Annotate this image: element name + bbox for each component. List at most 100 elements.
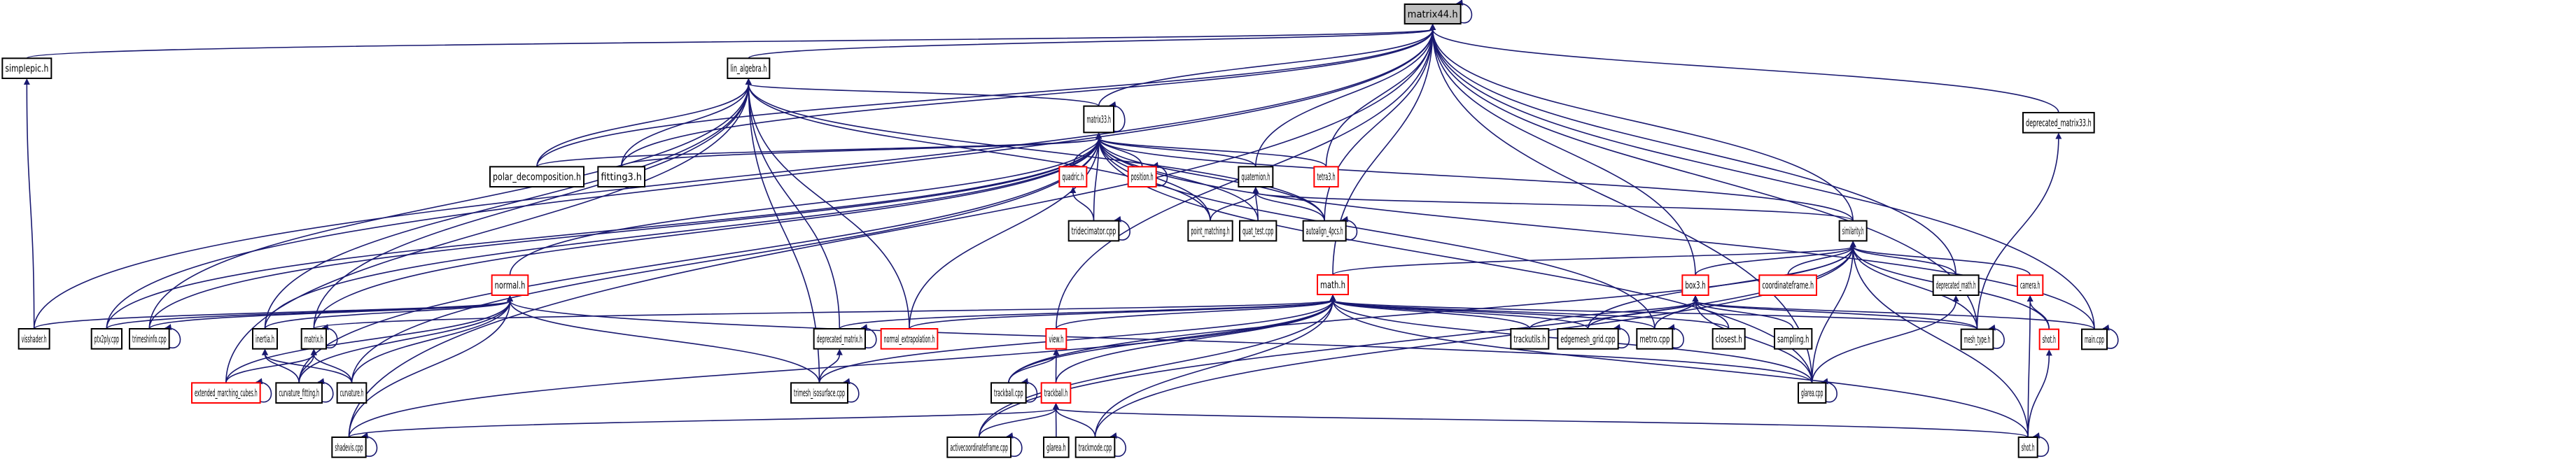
node-polar-decomposition[interactable]: polar_decomposition.h xyxy=(489,166,584,187)
node-trackball-h[interactable]: trackball.h xyxy=(1040,382,1072,404)
edge-mesh_type-to-box3 xyxy=(1695,300,1978,330)
node-trackutils[interactable]: trackutils.h xyxy=(1510,328,1550,350)
edge-tetra3-to-matrix33 xyxy=(1098,137,1327,167)
node-trackmode[interactable]: trackmode.cpp xyxy=(1074,437,1116,458)
node-matrix33[interactable]: matrix33.h xyxy=(1083,105,1115,134)
node-quadric[interactable]: quadric.h xyxy=(1058,166,1088,187)
node-similarity[interactable]: similarity.h xyxy=(1838,220,1868,242)
node-label: deprecated_matrix33.h xyxy=(2026,118,2092,129)
edge-tridecimator-to-quadric xyxy=(1072,192,1095,221)
node-matrix44[interactable]: matrix44.h xyxy=(1404,3,1462,24)
node-normal[interactable]: normal.h xyxy=(491,274,529,297)
edge-trackmode-to-trackball_h xyxy=(1055,408,1096,438)
edge-inertia-to-lin_algebra xyxy=(264,83,750,329)
node-math[interactable]: math.h xyxy=(1317,274,1349,295)
edge-normal_extrapolation-to-lin_algebra xyxy=(748,83,910,329)
node-extended-marching-cubes[interactable]: extended_marching_cubes.h xyxy=(191,382,261,404)
node-tridecimator[interactable]: tridecimator.cpp xyxy=(1068,220,1120,242)
edge-shot_h-to-trackball_h xyxy=(1055,408,2029,438)
node-label: quat_test.cpp xyxy=(1242,226,1273,237)
edge-trimeshinfo-to-lin_algebra xyxy=(148,83,750,329)
arrowhead-mesh_type-to-mesh_type xyxy=(1989,324,1996,331)
edge-activecoordinateframe-to-math xyxy=(978,299,1334,438)
node-label: visshader.h xyxy=(22,334,47,345)
edge-curvature_fitting-to-matrix33 xyxy=(298,138,1100,383)
node-label: trackball.cpp xyxy=(994,388,1023,399)
node-box xyxy=(1758,274,1817,297)
node-autoalign-4pcs[interactable]: autoalign_4pcs.h xyxy=(1302,220,1347,242)
node-glarea-cpp[interactable]: glarea.cpp xyxy=(1798,382,1827,404)
arrowhead-trackball_h-to-view xyxy=(1053,348,1060,355)
node-label: matrix33.h xyxy=(1086,115,1111,126)
node-inertia[interactable]: inertia.h xyxy=(252,328,278,350)
node-visshader[interactable]: visshader.h xyxy=(18,328,50,350)
node-label: glarea.cpp xyxy=(1801,388,1823,399)
node-curvature[interactable]: curvature.h xyxy=(336,382,368,404)
node-simplepic[interactable]: simplepic.h xyxy=(1,57,52,80)
node-box xyxy=(1127,166,1157,187)
node-label: math.h xyxy=(1320,280,1345,291)
edge-matrix33-to-matrix44 xyxy=(1098,29,1434,106)
edge-deprecated_math-to-matrix44 xyxy=(1432,29,1956,276)
edge-trimeshinfo-to-normal xyxy=(148,300,511,329)
node-lin-algebra[interactable]: lin_algebra.h xyxy=(727,57,771,80)
node-box xyxy=(491,274,529,297)
node-box xyxy=(1317,274,1349,295)
node-shot-h[interactable]: shot.h xyxy=(2017,437,2038,458)
edge-point_matching-to-lin_algebra xyxy=(748,83,1211,221)
edge-polar_decomposition-to-lin_algebra xyxy=(536,83,750,167)
node-normal-extrapolation[interactable]: normal_extrapolation.h xyxy=(880,328,939,350)
edge-edgemesh_grid-to-box3 xyxy=(1587,300,1696,329)
node-position[interactable]: position.h xyxy=(1127,166,1157,187)
node-main[interactable]: main.cpp xyxy=(2081,328,2108,350)
arrowhead-glarea_cpp-to-deprecated_math xyxy=(1952,295,1959,302)
node-label: coordinateframe.h xyxy=(1762,281,1814,292)
node-label: matrix.h xyxy=(304,334,323,345)
node-mesh-type[interactable]: mesh_type.h xyxy=(1960,328,1994,350)
edge-shadevis-to-matrix44 xyxy=(348,29,1434,438)
node-shadevis[interactable]: shadevis.cpp xyxy=(331,437,367,458)
node-tetra3[interactable]: tetra3.h xyxy=(1313,166,1339,187)
node-edgemesh-grid[interactable]: edgemesh_grid.cpp xyxy=(1557,328,1619,350)
node-shot-red[interactable]: shot.h xyxy=(2038,328,2060,350)
node-coordinateframe[interactable]: coordinateframe.h xyxy=(1758,274,1817,297)
node-curvature-fitting[interactable]: curvature_fitting.h xyxy=(275,382,323,404)
node-label: shot.h xyxy=(2043,334,2056,346)
node-trackball-cpp[interactable]: trackball.cpp xyxy=(990,382,1027,404)
node-box xyxy=(1557,328,1619,350)
node-quaternion[interactable]: quaternion.h xyxy=(1238,166,1274,187)
node-sampling[interactable]: sampling.h xyxy=(1774,328,1813,350)
node-matrix[interactable]: matrix.h xyxy=(300,328,327,350)
node-label: lin_algebra.h xyxy=(730,64,766,75)
node-deprecated-matrix33[interactable]: deprecated_matrix33.h xyxy=(2022,112,2095,134)
node-glarea-h[interactable]: glarea.h xyxy=(1043,437,1070,458)
node-deprecated-math[interactable]: deprecated_math.h xyxy=(1932,274,1980,297)
node-camera[interactable]: camera.h xyxy=(2017,274,2044,297)
arrowhead-trimeshinfo-to-trimeshinfo xyxy=(164,324,172,331)
node-trimesh-isosurface[interactable]: trimesh_isosurface.cpp xyxy=(790,382,848,404)
node-metro[interactable]: metro.cpp xyxy=(1636,328,1674,350)
node-view[interactable]: view.h xyxy=(1045,328,1068,350)
node-ptx2ply[interactable]: ptx2ply.cpp xyxy=(90,328,123,350)
arrowhead-shadevis-to-trackball_h xyxy=(1053,403,1059,409)
node-trimeshinfo[interactable]: trimeshinfo.cpp xyxy=(129,328,170,350)
edge-shadevis-to-math xyxy=(348,299,1334,438)
edge-coordinateframe-to-similarity xyxy=(1787,246,1854,276)
arrowhead-matrix44-to-matrix44 xyxy=(1456,0,1464,6)
node-label: deprecated_math.h xyxy=(1936,281,1976,292)
node-label: normal.h xyxy=(495,281,526,292)
node-deprecated-matrix[interactable]: deprecated_matrix.h xyxy=(813,328,866,350)
edge-autoalign_4pcs-to-matrix44 xyxy=(1324,29,1434,221)
node-box xyxy=(275,382,323,404)
node-box xyxy=(1838,220,1868,242)
node-closest[interactable]: closest.h xyxy=(1712,328,1746,350)
node-point-matching[interactable]: point_matching.h xyxy=(1187,220,1233,242)
node-fitting3[interactable]: fitting3.h xyxy=(597,166,645,187)
edge-glarea_cpp-to-box3 xyxy=(1695,300,1813,383)
node-box3[interactable]: box3.h xyxy=(1681,274,1709,297)
node-activecoordinateframe[interactable]: activecoordinateframe.cpp xyxy=(946,437,1012,458)
node-box xyxy=(1239,220,1278,242)
node-quat-test[interactable]: quat_test.cpp xyxy=(1239,220,1278,242)
edge-fitting3-to-matrix44 xyxy=(620,29,1434,167)
node-box xyxy=(1040,382,1072,404)
